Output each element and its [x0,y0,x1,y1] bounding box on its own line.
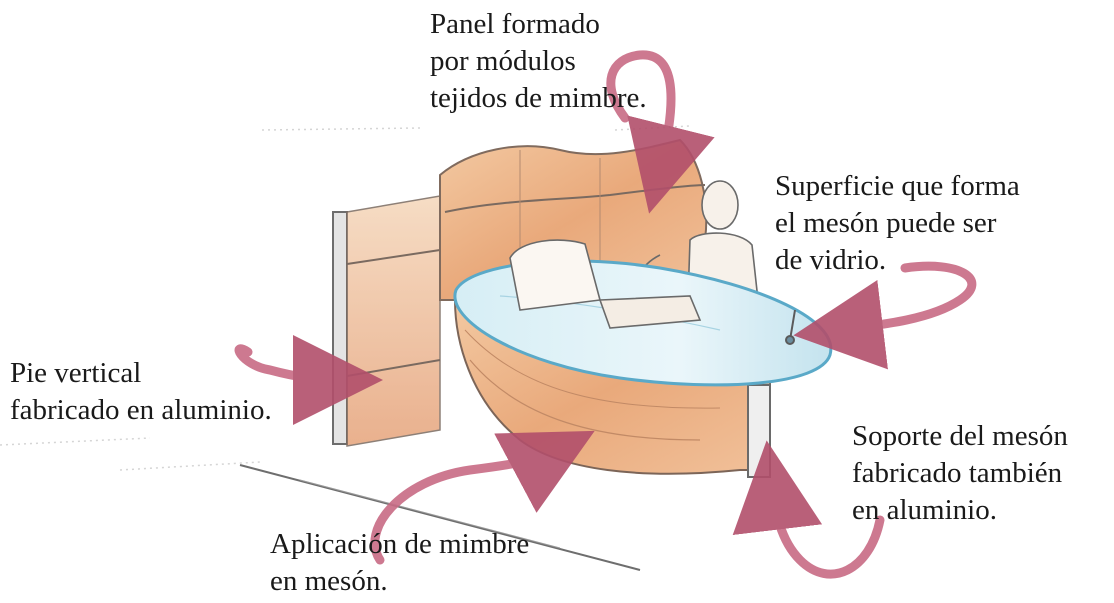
desk-monitor [509,239,702,329]
label-pie: Pie vertical fabricado en aluminio. [10,355,272,429]
floor-line [239,464,641,571]
label-aplicacion-line-2: en mesón. [270,565,388,597]
label-panel-line-2: por módulos [430,45,576,77]
label-soporte: Soporte del mesón fabricado también en a… [852,418,1068,529]
label-aplicacion: Aplicación de mimbre en mesón. [270,526,529,600]
label-pie-line-1: Pie vertical [10,357,142,389]
arrow-aplicacion [370,430,595,565]
label-panel-line-1: Panel formado [430,8,600,40]
label-superficie: Superficie que forma el mesón puede ser … [775,168,1020,279]
label-superficie-line-2: el mesón puede ser [775,207,997,239]
arrow-panel [606,50,715,214]
arrow-soporte [732,440,885,579]
label-pie-line-2: fabricado en aluminio. [10,394,272,426]
label-soporte-line-1: Soporte del mesón [852,420,1068,452]
aluminium-vertical-post [332,195,441,447]
label-panel: Panel formado por módulos tejidos de mim… [430,6,647,117]
arrow-pie [234,334,383,425]
label-aplicacion-line-1: Aplicación de mimbre [270,528,530,560]
arrow-superficie [793,261,977,370]
label-superficie-line-1: Superficie que forma [775,170,1020,202]
label-soporte-line-2: fabricado también [852,457,1063,489]
label-soporte-line-3: en aluminio. [852,494,997,526]
aluminium-support [747,384,771,478]
label-panel-line-3: tejidos de mimbre. [430,82,647,114]
label-superficie-line-3: de vidrio. [775,244,887,276]
